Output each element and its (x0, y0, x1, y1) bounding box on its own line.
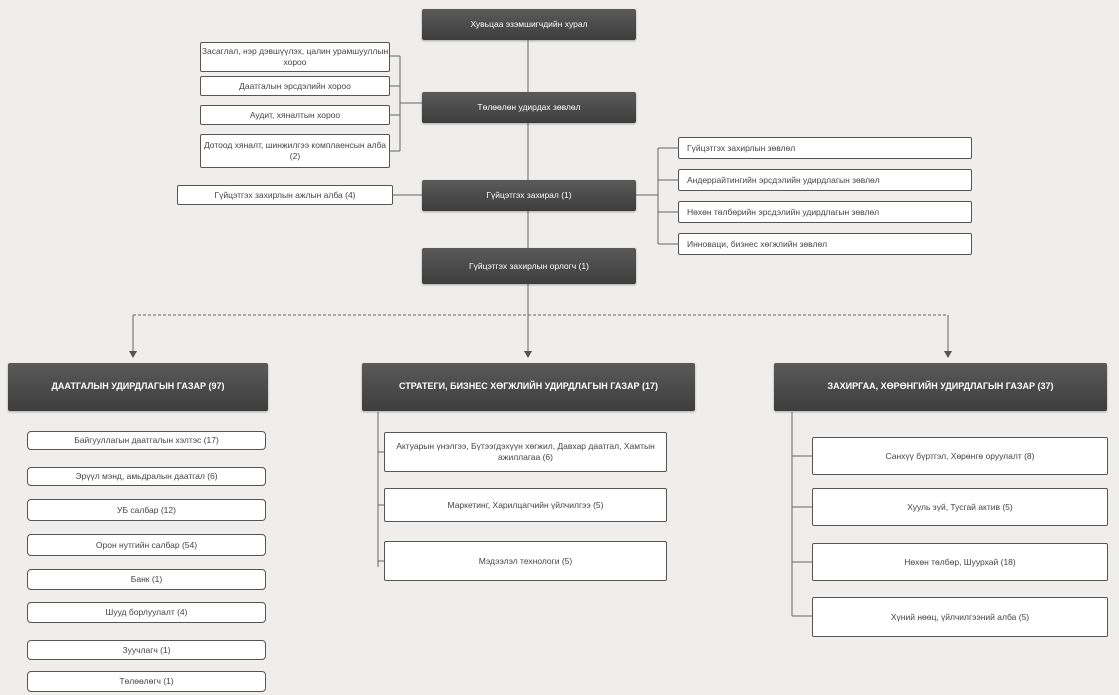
council-claims-risk: Нөхөн төлбөрийн эрсдэлийн удирдлагын зөв… (678, 201, 972, 223)
unit-it: Мэдээлэл технологи (5) (384, 541, 667, 581)
committee-audit: Аудит, хяналтын хороо (200, 105, 390, 125)
shareholders-meeting: Хувьцаа эзэмшигчдийн хурал (422, 9, 636, 40)
internal-control-office: Дотоод хяналт, шинжилгээ комплаенсын алб… (200, 134, 390, 168)
unit-actuarial: Актуарын үнэлгээ, Бүтээгдэхүүн хөгжил, Д… (384, 432, 667, 472)
unit-bank: Банк (1) (27, 569, 266, 590)
unit-marketing: Маркетинг, Харилцагчийн үйлчилгээ (5) (384, 488, 667, 522)
department-strategy: СТРАТЕГИ, БИЗНЕС ХӨГЖЛИЙН УДИРДЛАГЫН ГАЗ… (362, 363, 695, 411)
unit-direct-sales: Шууд борлуулалт (4) (27, 602, 266, 623)
council-innovation: Инноваци, бизнес хөгжлийн зөвлөл (678, 233, 972, 255)
unit-finance: Санхүү бүртгэл, Хөрөнгө оруулалт (8) (812, 437, 1108, 475)
department-administration: ЗАХИРГАА, ХӨРӨНГИЙН УДИРДЛАГЫН ГАЗАР (37… (774, 363, 1107, 411)
board-of-directors: Төлөөлөн удирдах зөвлөл (422, 92, 636, 123)
council-underwriting-risk: Андеррайтингийн эрсдэлийн удирдлагын зөв… (678, 169, 972, 191)
unit-ub-branch: УБ салбар (12) (27, 499, 266, 521)
department-insurance: ДААТГАЛЫН УДИРДЛАГЫН ГАЗАР (97) (8, 363, 268, 411)
unit-health-life: Эрүүл мэнд, амьдралын даатгал (6) (27, 467, 266, 486)
ceo: Гүйцэтгэх захирал (1) (422, 180, 636, 211)
committee-governance: Засаглал, нэр дэвшүүлэх, цалин урамшуулл… (200, 42, 390, 72)
unit-agent: Төлөөлөгч (1) (27, 671, 266, 692)
unit-corporate-insurance: Байгууллагын даатгалын хэлтэс (17) (27, 431, 266, 450)
unit-claims: Нөхөн төлбөр, Шуурхай (18) (812, 543, 1108, 581)
unit-hr: Хүний нөөц, үйлчилгээний алба (5) (812, 597, 1108, 637)
ceo-office: Гүйцэтгэх захирлын ажлын алба (4) (177, 185, 393, 205)
council-executive: Гүйцэтгэх захирлын зөвлөл (678, 137, 972, 159)
deputy-ceo: Гүйцэтгэх захирлын орлогч (1) (422, 248, 636, 284)
committee-insurance-risk: Даатгалын эрсдэлийн хороо (200, 76, 390, 96)
unit-rural-branch: Орон нутгийн салбар (54) (27, 534, 266, 556)
unit-legal: Хууль зүй, Тусгай актив (5) (812, 488, 1108, 526)
unit-broker: Зуучлагч (1) (27, 640, 266, 660)
